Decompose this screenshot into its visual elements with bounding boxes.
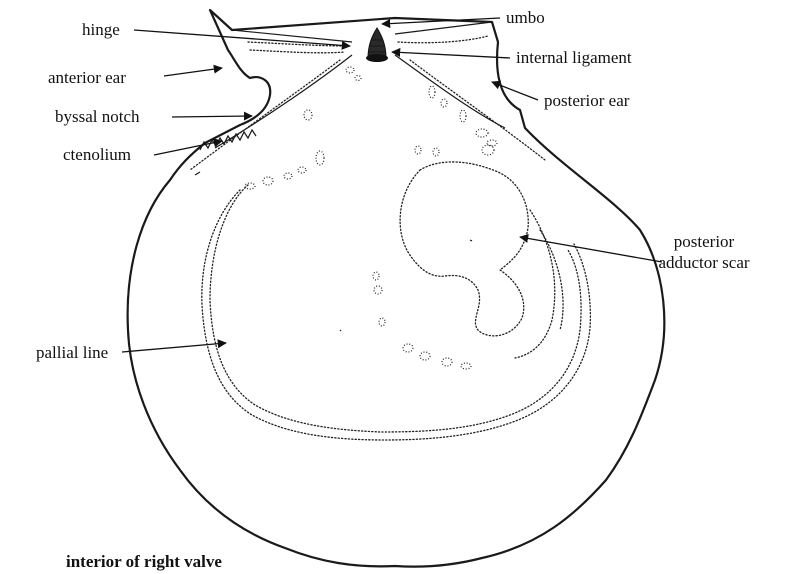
label-byssal-notch: byssal notch <box>55 107 140 126</box>
figure-caption: interior of right valve <box>66 552 222 571</box>
leader-byssal-notch <box>172 116 252 117</box>
label-pallial-line: pallial line <box>36 343 108 362</box>
label-posterior-ear: posterior ear <box>544 91 630 110</box>
label-hinge: hinge <box>82 20 120 39</box>
label-internal-ligament: internal ligament <box>516 48 632 67</box>
label-ctenolium: ctenolium <box>63 145 131 164</box>
label-posterior-adductor-scar-2: adductor scar <box>658 253 749 272</box>
leader-anterior-ear <box>164 68 222 76</box>
label-umbo: umbo <box>506 8 545 27</box>
label-anterior-ear: anterior ear <box>48 68 126 87</box>
label-posterior-adductor-scar-1: posterior <box>674 232 735 251</box>
